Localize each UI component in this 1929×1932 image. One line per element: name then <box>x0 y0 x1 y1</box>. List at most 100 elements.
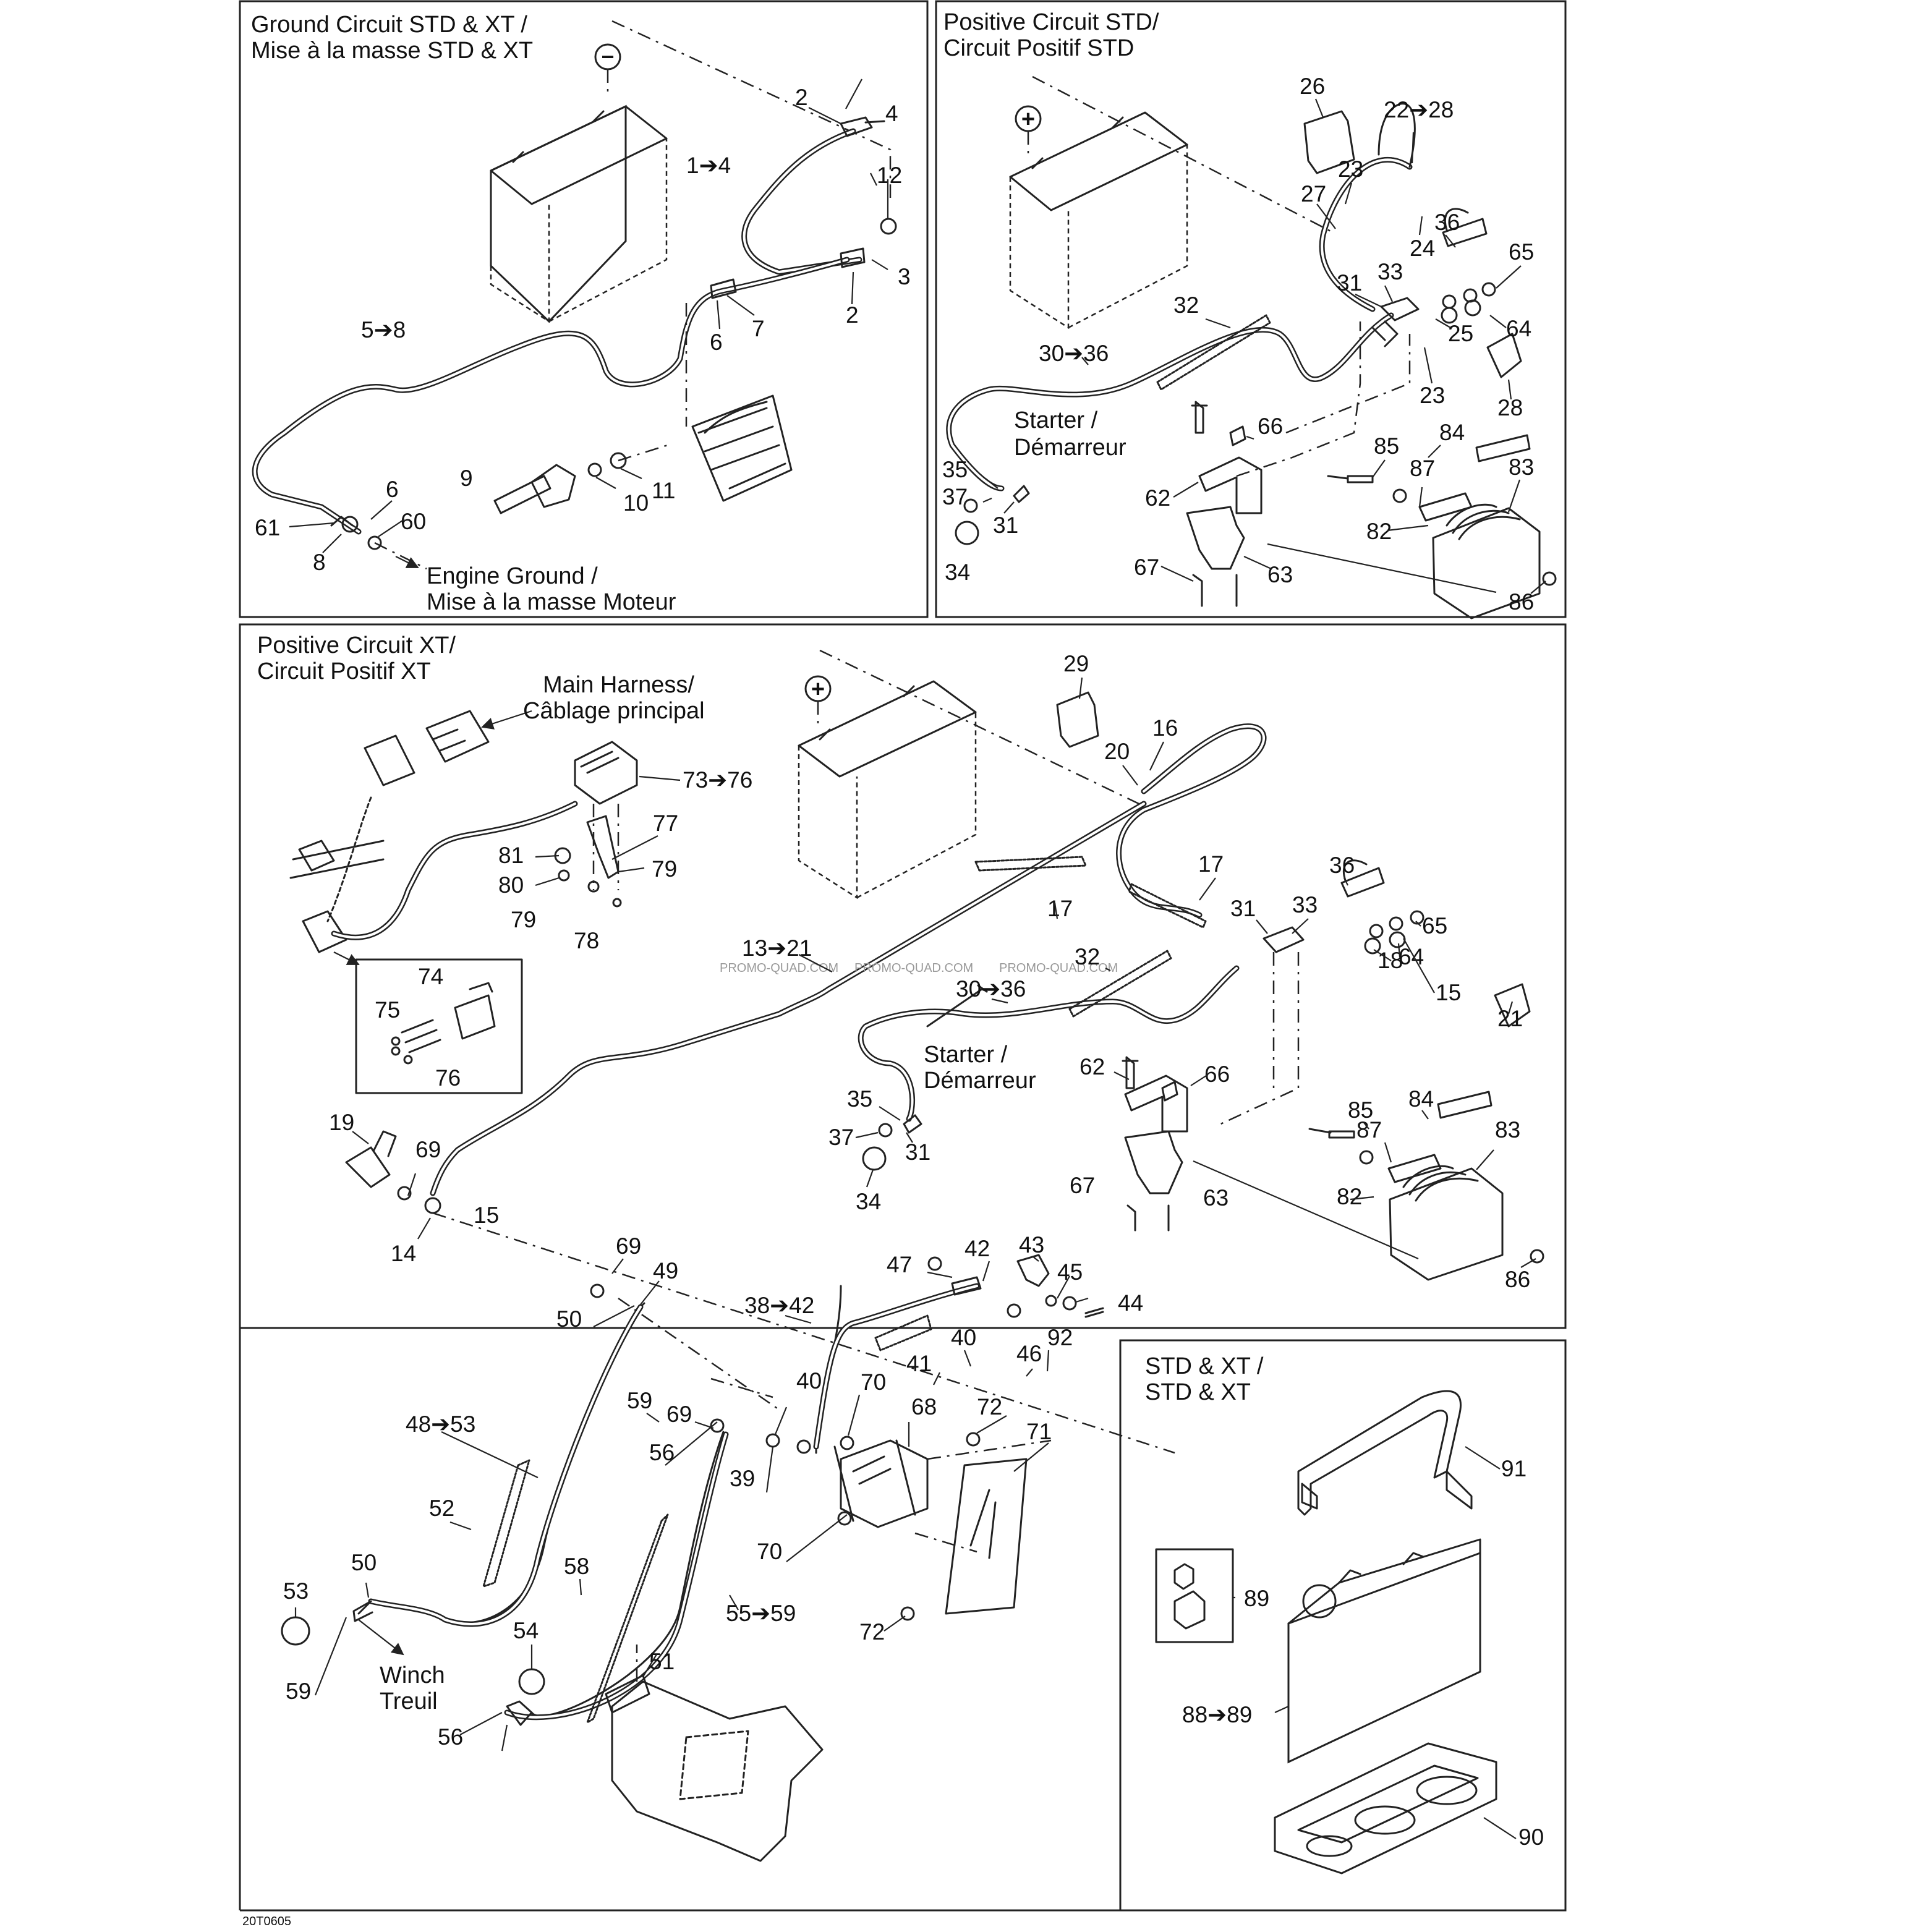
svg-text:50: 50 <box>556 1306 582 1332</box>
svg-text:33: 33 <box>1378 259 1403 284</box>
svg-text:23: 23 <box>1338 156 1363 182</box>
starter-std-label-1: Starter / <box>1014 407 1098 433</box>
svg-text:58: 58 <box>564 1554 589 1579</box>
svg-text:44: 44 <box>1118 1290 1143 1316</box>
svg-text:15: 15 <box>474 1202 499 1228</box>
svg-text:10: 10 <box>623 490 649 516</box>
svg-text:92: 92 <box>1047 1325 1073 1350</box>
svg-text:67: 67 <box>1134 555 1159 580</box>
svg-text:31: 31 <box>993 513 1018 538</box>
svg-text:64: 64 <box>1399 944 1424 969</box>
svg-text:42: 42 <box>964 1236 990 1261</box>
hold-down-strap <box>1297 1390 1473 1516</box>
svg-text:25: 25 <box>1448 321 1473 346</box>
svg-text:69: 69 <box>616 1233 641 1259</box>
ground-battery <box>490 104 668 323</box>
mounting-plate <box>605 1674 824 1862</box>
svg-text:34: 34 <box>945 560 970 585</box>
svg-text:14: 14 <box>391 1241 416 1266</box>
svg-text:6: 6 <box>386 477 399 502</box>
figure-code: 20T0605 <box>242 1915 291 1928</box>
svg-text:5➔8: 5➔8 <box>361 317 406 343</box>
svg-text:56: 56 <box>438 1724 463 1750</box>
svg-text:67: 67 <box>1070 1173 1095 1198</box>
svg-text:84: 84 <box>1408 1086 1434 1112</box>
svg-text:33: 33 <box>1292 892 1318 917</box>
svg-text:69: 69 <box>415 1137 441 1162</box>
svg-text:61: 61 <box>255 515 280 540</box>
svg-text:75: 75 <box>375 997 400 1023</box>
plus-terminal-xt-icon: + <box>804 675 832 702</box>
svg-text:81: 81 <box>498 843 524 868</box>
main-harness-label-2: Câblage principal <box>523 698 705 724</box>
svg-text:53: 53 <box>283 1578 309 1604</box>
svg-text:15: 15 <box>1436 980 1461 1005</box>
xt-battery <box>798 680 977 900</box>
svg-text:59: 59 <box>286 1679 311 1704</box>
svg-text:40: 40 <box>796 1368 822 1394</box>
svg-text:24: 24 <box>1410 236 1435 261</box>
svg-text:31: 31 <box>1230 896 1256 921</box>
svg-text:70: 70 <box>861 1369 886 1395</box>
starter-xt-label-2: Démarreur <box>924 1068 1036 1094</box>
svg-text:55➔59: 55➔59 <box>726 1601 796 1626</box>
main-harness-label-1: Main Harness/ <box>543 672 694 698</box>
svg-text:PROMO-QUAD.COM: PROMO-QUAD.COM <box>999 961 1118 975</box>
svg-text:77: 77 <box>653 811 678 836</box>
svg-text:2: 2 <box>846 302 859 328</box>
svg-text:50: 50 <box>351 1550 377 1575</box>
svg-text:80: 80 <box>498 872 524 898</box>
battery-main <box>1287 1538 1481 1764</box>
svg-text:40: 40 <box>951 1325 976 1350</box>
svg-text:88➔89: 88➔89 <box>1182 1702 1252 1727</box>
minus-terminal-icon: − <box>594 43 621 70</box>
svg-text:32: 32 <box>1075 944 1100 969</box>
watermark: PROMO-QUAD.COM PROMO-QUAD.COM PROMO-QUAD… <box>720 961 1118 975</box>
positive-std-title-1: Positive Circuit STD/ <box>943 9 1159 35</box>
panel-frame-positive-std <box>935 0 1567 618</box>
svg-text:72: 72 <box>977 1394 1002 1419</box>
svg-text:64: 64 <box>1506 316 1531 341</box>
std-voltage-regulator <box>1432 503 1541 619</box>
svg-text:12: 12 <box>877 163 902 188</box>
svg-text:74: 74 <box>418 964 443 989</box>
ground-title-1: Ground Circuit STD & XT / <box>251 12 527 38</box>
svg-text:38➔42: 38➔42 <box>744 1293 814 1318</box>
svg-text:73➔76: 73➔76 <box>683 767 752 793</box>
svg-text:19: 19 <box>329 1110 354 1135</box>
svg-text:30➔36: 30➔36 <box>1039 341 1109 366</box>
svg-text:51: 51 <box>649 1649 675 1674</box>
svg-text:62: 62 <box>1079 1054 1105 1079</box>
battery-title-1: STD & XT / <box>1145 1353 1264 1379</box>
svg-text:PROMO-QUAD.COM: PROMO-QUAD.COM <box>720 961 838 975</box>
svg-text:76: 76 <box>435 1065 461 1091</box>
svg-text:78: 78 <box>574 928 599 953</box>
svg-text:36: 36 <box>1434 210 1460 235</box>
svg-text:48➔53: 48➔53 <box>406 1411 475 1437</box>
svg-text:52: 52 <box>429 1496 454 1521</box>
main-harness <box>289 710 578 953</box>
svg-text:17: 17 <box>1047 896 1073 921</box>
svg-text:13➔21: 13➔21 <box>742 935 812 961</box>
svg-text:35: 35 <box>942 457 968 482</box>
svg-text:28: 28 <box>1497 395 1523 420</box>
xt-voltage-regulator <box>1389 1165 1504 1281</box>
svg-text:39: 39 <box>730 1466 755 1491</box>
svg-text:60: 60 <box>401 509 426 534</box>
svg-text:9: 9 <box>460 466 473 491</box>
plus-terminal-std-icon: + <box>1015 105 1042 132</box>
svg-text:46: 46 <box>1016 1341 1042 1366</box>
svg-text:87: 87 <box>1356 1117 1382 1143</box>
connector-kit-inset <box>355 958 523 1094</box>
engine-ground-label-2: Mise à la masse Moteur <box>427 589 676 615</box>
svg-text:2: 2 <box>795 85 808 110</box>
solenoid-xt <box>833 1439 929 1528</box>
svg-text:41: 41 <box>906 1351 932 1376</box>
svg-text:31: 31 <box>905 1139 930 1165</box>
svg-text:68: 68 <box>911 1394 937 1419</box>
svg-text:30➔36: 30➔36 <box>956 976 1026 1002</box>
svg-text:83: 83 <box>1495 1117 1520 1143</box>
svg-text:22➔28: 22➔28 <box>1384 97 1454 122</box>
svg-text:11: 11 <box>652 478 675 503</box>
